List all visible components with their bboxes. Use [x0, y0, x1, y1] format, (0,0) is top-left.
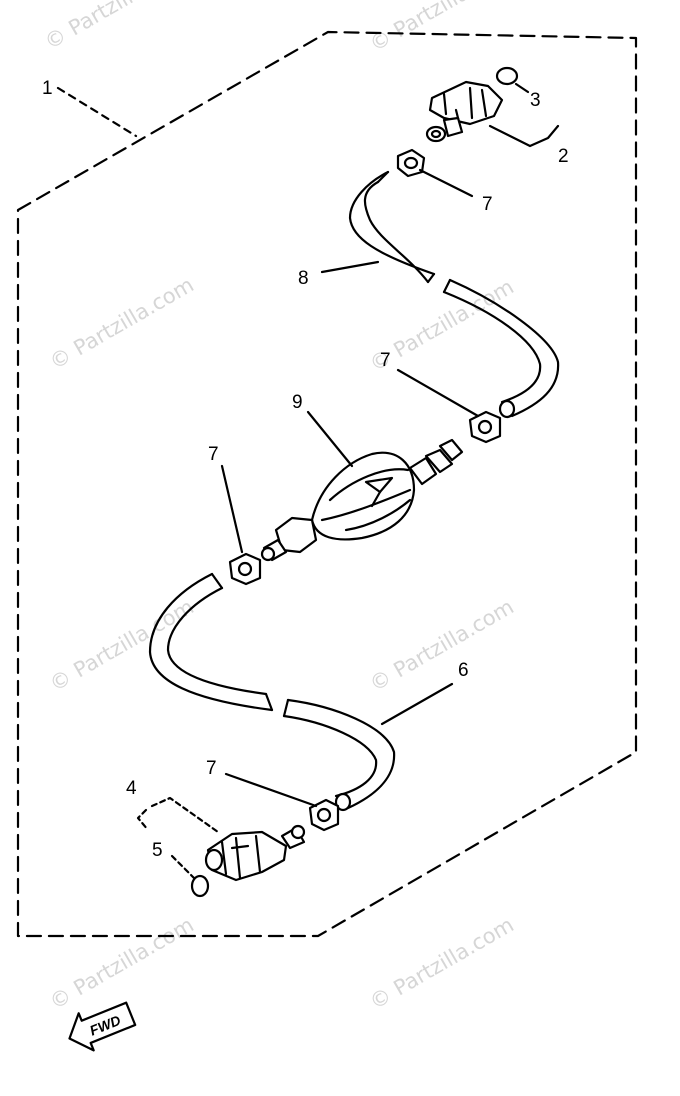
leader-line-2	[488, 124, 560, 148]
o-ring-upper	[495, 66, 519, 86]
o-ring-lower	[190, 874, 210, 898]
callout-3: 3	[530, 90, 541, 111]
callout-9: 9	[292, 392, 303, 413]
watermark: © Partzilla.com	[46, 913, 198, 1015]
hose-clamp-upper	[396, 148, 426, 178]
leader-line-1	[56, 86, 138, 138]
leader-line-3	[514, 82, 530, 94]
leader-line-7-mid	[396, 368, 480, 418]
watermark: © Partzilla.com	[366, 0, 518, 56]
assembly-boundary	[16, 30, 638, 938]
watermark: © Partzilla.com	[366, 595, 518, 697]
watermark: © Partzilla.com	[46, 273, 198, 375]
upper-fuel-hose	[348, 170, 560, 419]
hose-clamp-pump-outlet	[468, 410, 502, 444]
leader-line-9	[306, 410, 354, 468]
callout-5: 5	[152, 840, 163, 861]
watermark: © Partzilla.com	[46, 595, 198, 697]
callout-7-mid: 7	[380, 350, 391, 371]
watermark: © Partzilla.com	[41, 0, 193, 54]
leader-line-6	[380, 682, 454, 726]
leader-line-7-left	[220, 464, 244, 554]
leader-line-5	[170, 854, 196, 880]
callout-2: 2	[558, 146, 569, 167]
leader-line-7-lower	[224, 772, 318, 808]
leader-line-4	[150, 796, 220, 834]
hose-clamp-lower	[308, 798, 340, 832]
callout-7-upper: 7	[482, 194, 493, 215]
leader-line-4-bracket	[136, 808, 150, 832]
callout-4: 4	[126, 778, 137, 799]
lower-fuel-hose	[148, 572, 396, 812]
callout-1: 1	[42, 78, 53, 99]
callout-7-lower: 7	[206, 758, 217, 779]
lower-connector	[204, 824, 306, 882]
leader-line-7-upper	[418, 168, 474, 198]
primer-bulb	[260, 438, 464, 562]
callout-7-left: 7	[208, 444, 219, 465]
watermark: © Partzilla.com	[366, 913, 518, 1015]
callout-6: 6	[458, 660, 469, 681]
leader-line-8	[320, 260, 380, 274]
callout-8: 8	[298, 268, 309, 289]
hose-clamp-pump-inlet	[228, 552, 262, 586]
callout-labels: 1 2 3 7 8 7 9 7 6 7 4 5	[42, 78, 569, 861]
upper-connector	[425, 80, 504, 143]
